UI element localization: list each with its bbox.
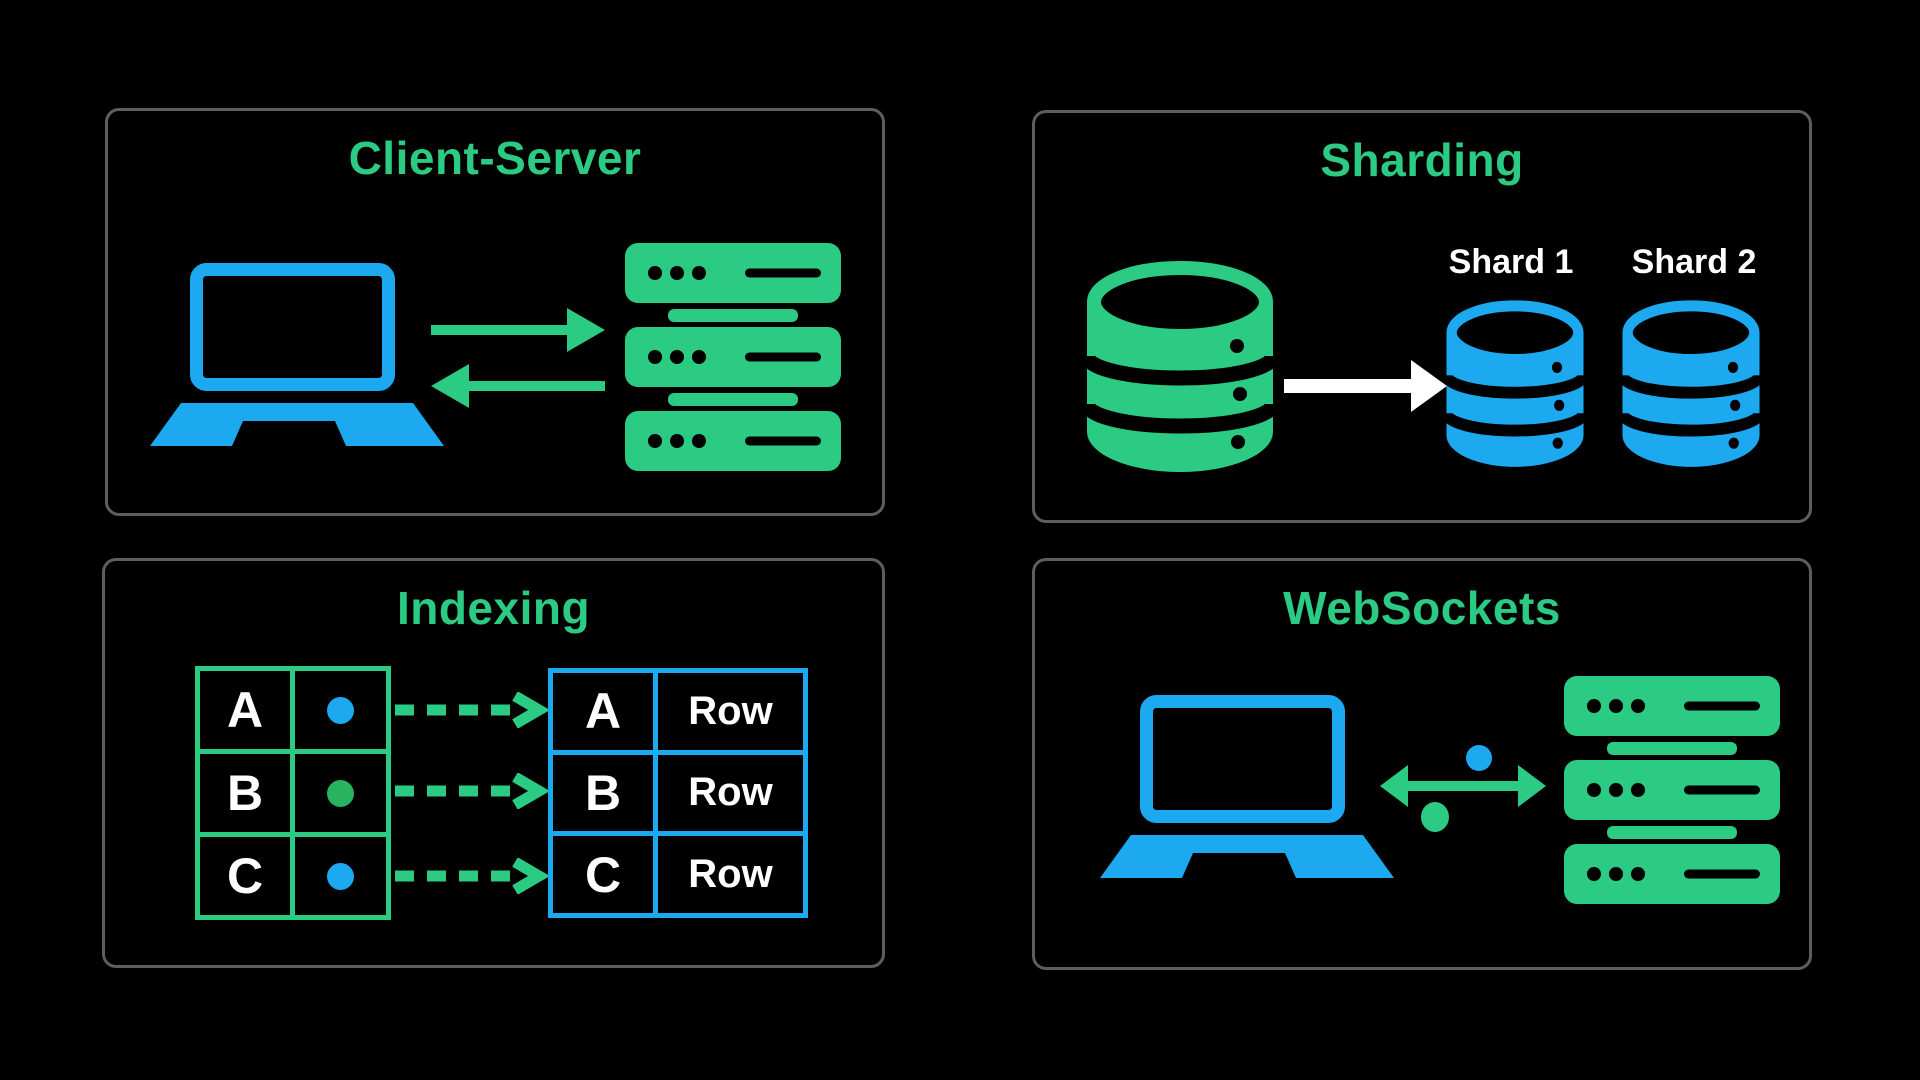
index-pointer-cell: [295, 671, 386, 749]
panel-websockets: WebSockets: [1032, 558, 1812, 970]
index-pointer-cell: [295, 837, 386, 915]
data-value: Row: [688, 852, 773, 897]
pointer-dot-icon: [327, 779, 354, 807]
dashed-arrow-icon: [393, 857, 550, 899]
websockets-title: WebSockets: [1283, 582, 1561, 634]
index-key-cell: A: [200, 671, 290, 749]
data-key: A: [584, 683, 622, 740]
index-table: A B C: [195, 666, 391, 920]
server-stack-icon: [625, 243, 841, 476]
shard1-database-icon: [1440, 298, 1590, 475]
data-key: B: [584, 764, 622, 821]
index-key: A: [226, 682, 264, 738]
split-arrow-icon: [1284, 358, 1449, 419]
request-response-arrows-icon: [428, 303, 608, 418]
data-key-cell: C: [553, 836, 653, 913]
index-pointer-cell: [295, 754, 386, 832]
bidirectional-arrow-icon: [1378, 738, 1548, 843]
index-key: C: [226, 848, 264, 904]
data-value: Row: [688, 770, 773, 815]
pointer-dot-icon: [327, 862, 354, 890]
index-key-cell: B: [200, 754, 290, 832]
data-value-cell: Row: [658, 836, 803, 913]
index-key-cell: C: [200, 837, 290, 915]
dashed-arrow-icon: [393, 691, 550, 733]
panel-indexing: Indexing A B C: [102, 558, 885, 968]
dashed-arrow-icon: [393, 772, 550, 814]
data-table: A Row B Row C Row: [548, 668, 808, 918]
data-value-cell: Row: [658, 754, 803, 832]
laptop-icon: [150, 263, 444, 453]
sharding-title: Sharding: [1320, 134, 1524, 186]
shard2-database-icon: [1616, 298, 1766, 475]
data-value: Row: [688, 688, 773, 733]
server-stack-icon: [1564, 676, 1780, 909]
client-server-title: Client-Server: [348, 132, 642, 184]
pointer-dot-icon: [327, 696, 354, 724]
data-key-cell: A: [553, 673, 653, 750]
panel-client-server: Client-Server: [105, 108, 885, 516]
data-key-cell: B: [553, 754, 653, 832]
shard1-label: Shard 1: [1448, 243, 1574, 281]
data-value-cell: Row: [658, 673, 803, 750]
shard2-label: Shard 2: [1631, 243, 1757, 281]
indexing-title: Indexing: [396, 582, 591, 634]
panel-sharding: Sharding: [1032, 110, 1812, 523]
laptop-icon: [1100, 695, 1394, 885]
index-key: B: [226, 765, 264, 821]
data-key: C: [584, 846, 622, 903]
database-icon: [1079, 258, 1281, 481]
